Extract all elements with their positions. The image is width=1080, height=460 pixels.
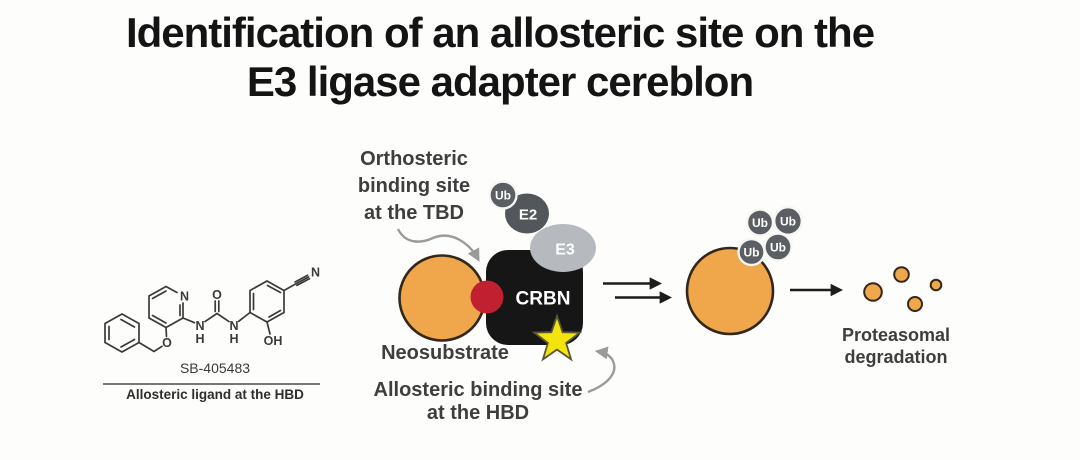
allosteric-binding-site-label: Allosteric binding site at the HBD	[362, 379, 594, 425]
orthosteric-line2: binding site	[357, 175, 471, 197]
ub-label: Ub	[495, 189, 511, 203]
degradation-dot-1	[863, 282, 883, 302]
allosteric-pointer-arrow	[587, 346, 616, 394]
ub-cluster-label-4: Ub	[770, 241, 786, 255]
ub-cluster-circle-4	[763, 232, 793, 262]
e3-ellipse	[530, 224, 596, 272]
atom-label-pyridine-n: N	[180, 290, 189, 304]
hydroxyl-bond	[266, 321, 271, 335]
nitrile-bonds	[283, 274, 311, 292]
benzyl-ether-bonds	[138, 326, 168, 353]
benzene-double-bonds	[252, 284, 282, 318]
degradation-dot-2	[893, 266, 910, 283]
title-line1: Identification of an allosteric site on …	[125, 9, 875, 56]
allosteric-line2: at the HBD	[426, 402, 530, 424]
orthosteric-binding-site-label: Orthosteric binding site at the TBD	[338, 146, 490, 227]
phenyl-ring	[104, 313, 140, 353]
orthosteric-line3: at the TBD	[364, 202, 464, 224]
ub-cluster-circle-2	[773, 205, 804, 236]
ub-circle	[488, 180, 518, 210]
neosubstrate-label: Neosubstrate	[381, 342, 509, 364]
atom-label-nitrile-n: N	[311, 266, 320, 280]
atom-label-urea-n1: N	[195, 319, 204, 333]
degradation-dot-3	[907, 296, 923, 312]
page-title: Identification of an allosteric site on …	[0, 8, 1000, 106]
compound-name: SB-405483	[179, 360, 251, 376]
orthosteric-line1: Orthosteric	[360, 148, 468, 170]
proteasomal-line2: degradation	[844, 347, 948, 367]
crbn-label: CRBN	[516, 289, 571, 310]
e3-label: E3	[555, 242, 575, 259]
ub-cluster-circle-1	[745, 208, 775, 237]
allosteric-line1: Allosteric binding site	[373, 379, 583, 401]
allosteric-star	[531, 313, 583, 362]
degradation-dot-4	[929, 278, 943, 292]
ubiquitinated-substrate-circle	[685, 246, 775, 336]
atom-label-urea-h2: H	[229, 332, 238, 346]
phenyl-ring-double-bonds	[108, 318, 136, 348]
orthosteric-pointer-arrow	[396, 228, 480, 262]
proteasomal-line1: Proteasomal	[841, 325, 951, 345]
atom-label-hydroxyl: OH	[264, 334, 283, 348]
e2-ellipse	[505, 193, 549, 234]
title-line2: E3 ligase adapter cereblon	[246, 58, 754, 105]
proteasomal-degradation-label: Proteasomal degradation	[806, 324, 986, 368]
molecule-structure	[104, 274, 311, 353]
orthosteric-site-marker	[470, 280, 504, 314]
ub-cluster-label-3: Ub	[744, 246, 760, 260]
pyridine-ring	[148, 285, 184, 329]
atom-label-urea-h1: H	[195, 332, 204, 346]
e2-label: E2	[519, 207, 537, 224]
urea-bonds	[182, 300, 251, 324]
atom-label-carbonyl-o: O	[212, 288, 222, 302]
atom-label-ether-o: O	[162, 336, 172, 350]
pyridine-double-bonds	[151, 290, 181, 324]
ub-cluster-label-2: Ub	[780, 215, 796, 229]
benzene-ring	[249, 280, 285, 323]
ub-cluster-label-1: Ub	[752, 216, 768, 230]
atom-label-urea-n2: N	[229, 319, 238, 333]
allosteric-ligand-caption: Allosteric ligand at the HBD	[126, 387, 304, 402]
